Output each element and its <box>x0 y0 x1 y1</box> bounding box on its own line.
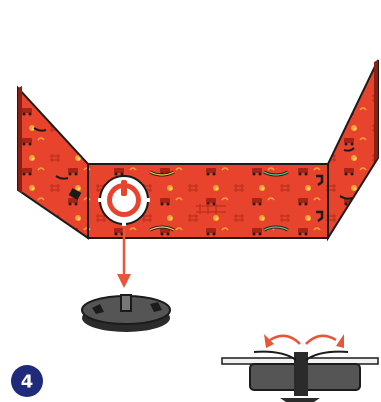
step-badge: 4 <box>10 364 44 398</box>
stand-base <box>82 294 170 332</box>
insert-detail-illustration <box>222 352 378 402</box>
curved-arrow-right-icon <box>306 334 344 348</box>
left-panel <box>18 86 88 238</box>
curved-arrow-left-icon <box>264 334 300 348</box>
step-number: 4 <box>21 372 34 393</box>
right-panel <box>328 60 378 238</box>
